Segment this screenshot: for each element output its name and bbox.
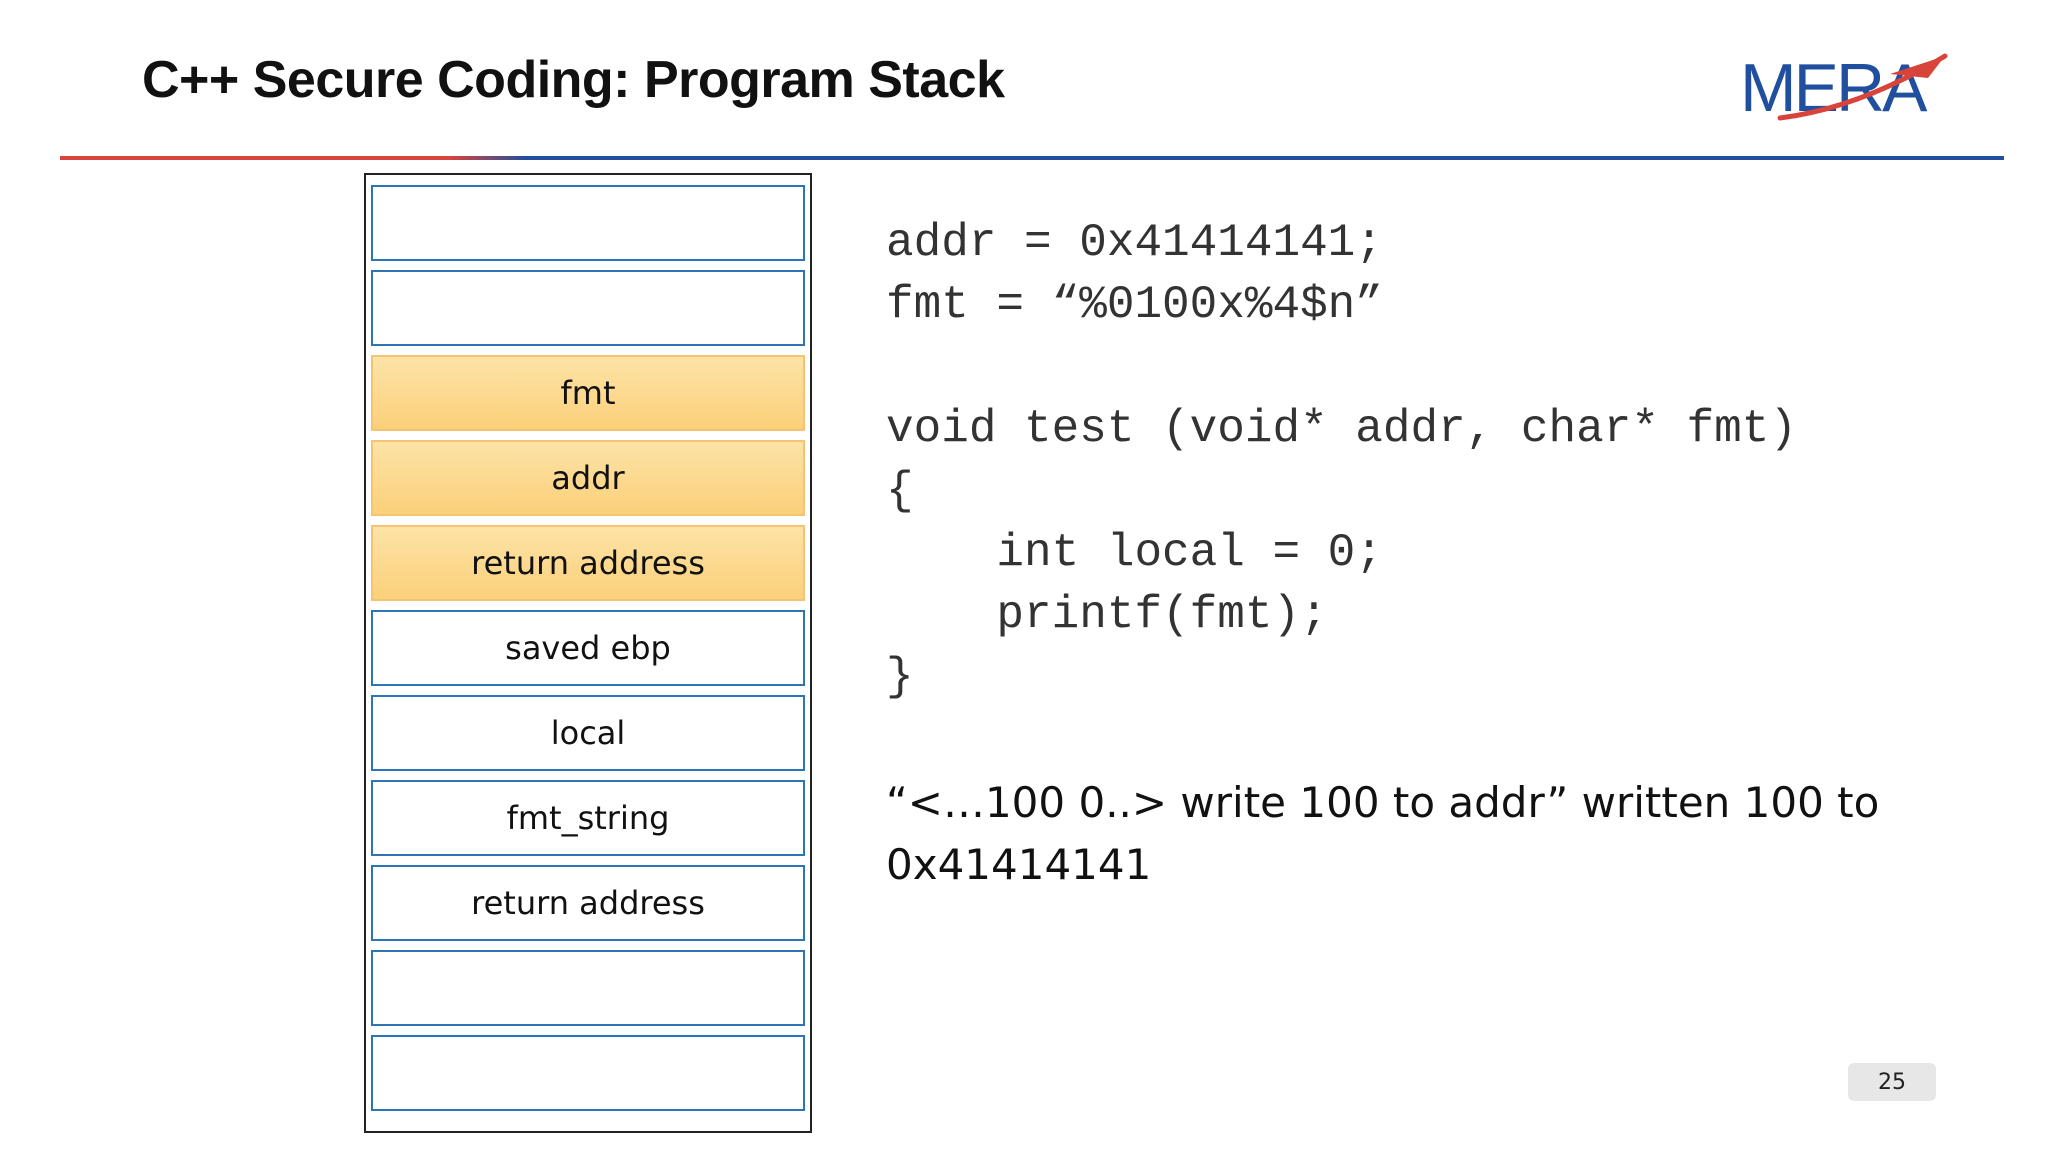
header-divider xyxy=(60,156,2004,160)
stack-cell: return address xyxy=(371,865,805,941)
program-stack-diagram: fmt addr return address saved ebp local fmt_s… xyxy=(364,173,812,1133)
page-number: 25 xyxy=(1848,1063,1936,1101)
stack-cell: saved ebp xyxy=(371,610,805,686)
code-line: int local = 0; xyxy=(886,527,1383,579)
stack-cell xyxy=(371,185,805,261)
stack-cell: local xyxy=(371,695,805,771)
code-block: addr = 0x41414141; fmt = “%0100x%4$n” void… xyxy=(886,212,1797,708)
explanation-note: “<…100 0..> write 100 to addr” written 1… xyxy=(886,778,1880,889)
stack-cell: return address xyxy=(371,525,805,601)
code-line: fmt = “%0100x%4$n” xyxy=(886,279,1383,331)
stack-cell: fmt_string xyxy=(371,780,805,856)
stack-cell: fmt xyxy=(371,355,805,431)
stack-cell xyxy=(371,1035,805,1111)
logo-swoosh-icon xyxy=(1777,53,1948,121)
stack-cell xyxy=(371,270,805,346)
code-line xyxy=(886,336,1797,398)
code-line: void test (void* addr, char* fmt) xyxy=(886,403,1797,455)
logo-text: MERA xyxy=(1740,50,1927,126)
mera-logo: MERA xyxy=(1740,48,1960,128)
stack-cell xyxy=(371,950,805,1026)
code-line: { xyxy=(886,465,914,517)
code-line: addr = 0x41414141; xyxy=(886,217,1383,269)
slide-title: C++ Secure Coding: Program Stack xyxy=(142,51,1005,109)
stack-cell: addr xyxy=(371,440,805,516)
code-line: } xyxy=(886,651,914,703)
code-line: printf(fmt); xyxy=(886,589,1328,641)
